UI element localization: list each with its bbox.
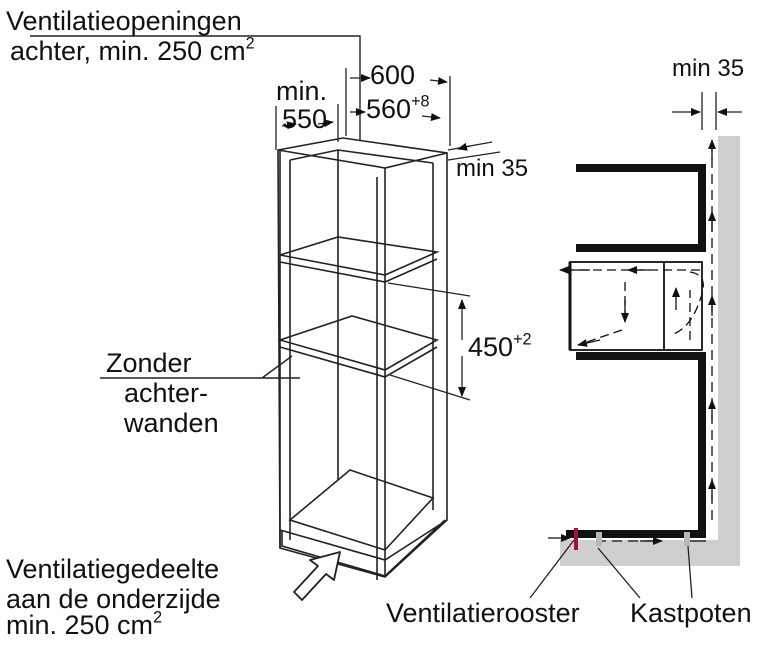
section-view xyxy=(529,92,742,599)
cabinet-drawing xyxy=(277,137,448,580)
no-back-label-line3: wanden xyxy=(124,408,219,438)
wall xyxy=(718,136,740,564)
vent-top-label-line2: achter, min. 250 cm2 xyxy=(10,34,255,66)
no-back-label-line2: achter- xyxy=(124,378,209,408)
foot-mark-1 xyxy=(596,532,602,546)
dimension-min-label: min. xyxy=(276,76,328,106)
vent-top-label-line1: Ventilatieopeningen xyxy=(6,6,242,36)
dimension-450 xyxy=(387,282,471,401)
dimension-600: 600 xyxy=(370,60,416,90)
airflow-in-arrow xyxy=(293,551,341,601)
shelf-upper xyxy=(279,236,440,276)
no-back-label-line1: Zonder xyxy=(106,348,192,378)
dimension-450: 450+2 xyxy=(468,330,532,362)
dimension-560: 560+8 xyxy=(366,92,430,124)
shelf-lower xyxy=(277,315,440,371)
bottom-vent-label-line2: aan de onderzijde xyxy=(6,584,221,614)
feet-label: Kastpoten xyxy=(630,598,752,628)
vent-top-leader xyxy=(30,35,361,140)
bottom-vent-label-line3: min. 250 cm2 xyxy=(6,608,163,640)
min35-left-label: min 35 xyxy=(456,155,529,182)
grille-mark xyxy=(574,528,578,550)
foot-mark-2 xyxy=(684,532,690,546)
dimension-550: 550 xyxy=(282,104,328,134)
grille-label: Ventilatierooster xyxy=(386,598,580,628)
cabinet-bottom xyxy=(288,469,435,551)
min35-right-label: min 35 xyxy=(672,55,745,82)
bottom-vent-label-line1: Ventilatiegedeelte xyxy=(6,554,220,584)
dimension-lines-top xyxy=(275,68,501,161)
